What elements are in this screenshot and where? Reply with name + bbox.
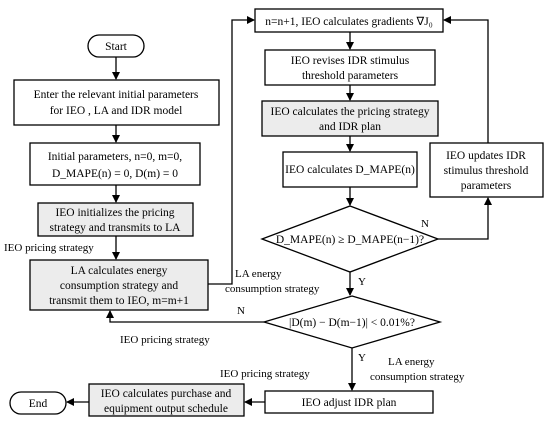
ieo-calc-dmape-text: IEO calculates D_MAPE(n) — [285, 164, 415, 176]
ieo-revise-line1: IEO revises IDR stimulus — [291, 55, 410, 67]
decision-dmape-text: D_MAPE(n) ≥ D_MAPE(n−1)? — [276, 234, 424, 246]
ieo-pricing-idr-line2: and IDR plan — [319, 121, 381, 133]
end-label: End — [29, 398, 48, 410]
label-n-dmape: N — [421, 218, 429, 230]
ieo-update-line3: parameters — [461, 180, 512, 192]
ieo-pricing-idr-line1: IEO calculates the pricing strategy — [270, 106, 429, 118]
label-y-dmape: Y — [358, 276, 366, 288]
arrow-update-to-n — [443, 16, 489, 143]
la-calc-line3: transmit them to IEO, m=m+1 — [49, 295, 189, 307]
n-increment-text: n=n+1, IEO calculates gradients ∇J₀ — [265, 16, 432, 28]
ieo-update-line1: IEO updates IDR — [446, 150, 526, 162]
ieo-update-line2: stimulus threshold — [444, 165, 529, 177]
init-params-line2: D_MAPE(n) = 0, D(m) = 0 — [52, 168, 178, 180]
ieo-schedule-line2: equipment output schedule — [104, 403, 228, 415]
ieo-pricing-idr-box — [261, 100, 439, 137]
la-calc-box — [29, 259, 209, 311]
init-params-line1: Initial parameters, n=0, m=0, — [48, 151, 182, 163]
label-y-dm: Y — [358, 352, 366, 364]
label-n-dm: N — [237, 305, 245, 317]
init-enter-line1: Enter the relevant initial parameters — [34, 89, 199, 101]
ieo-schedule-line1: IEO calculates purchase and — [101, 388, 232, 400]
la-calc-line2: consumption strategy and — [60, 280, 178, 292]
label-la-energy-1-line1: LA energy — [235, 268, 282, 280]
label-ieo-pricing-1: IEO pricing strategy — [4, 242, 94, 254]
init-enter-line2: for IEO , LA and IDR model — [50, 105, 183, 117]
label-la-energy-2-line1: LA energy — [388, 356, 435, 368]
ieo-init-pricing-box — [37, 202, 194, 237]
arrow-decision-n-to-update — [438, 197, 492, 240]
ieo-adjust-text: IEO adjust IDR plan — [302, 397, 397, 409]
label-ieo-pricing-2: IEO pricing strategy — [120, 334, 210, 346]
ieo-init-pricing-line2: strategy and transmits to LA — [50, 222, 182, 234]
label-la-energy-2-line2: consumption strategy — [370, 371, 465, 383]
label-la-energy-1-line2: consumption strategy — [225, 283, 320, 295]
arrow-la-to-n — [208, 16, 255, 285]
init-enter-box — [13, 79, 220, 126]
label-ieo-pricing-3: IEO pricing strategy — [220, 368, 310, 380]
ieo-schedule-box — [88, 383, 245, 417]
init-params-box — [29, 142, 201, 186]
ieo-init-pricing-line1: IEO initializes the pricing — [55, 207, 174, 219]
ieo-update-box — [429, 142, 544, 198]
arrow-dm-n-to-la — [106, 310, 264, 323]
la-calc-line1: LA calculates energy — [71, 265, 168, 277]
decision-dm-text: |D(m) − D(m−1)| < 0.01%? — [289, 317, 415, 329]
start-label: Start — [105, 41, 128, 53]
ieo-calc-dmape-box — [282, 151, 418, 188]
ieo-revise-line2: threshold parameters — [302, 70, 399, 82]
